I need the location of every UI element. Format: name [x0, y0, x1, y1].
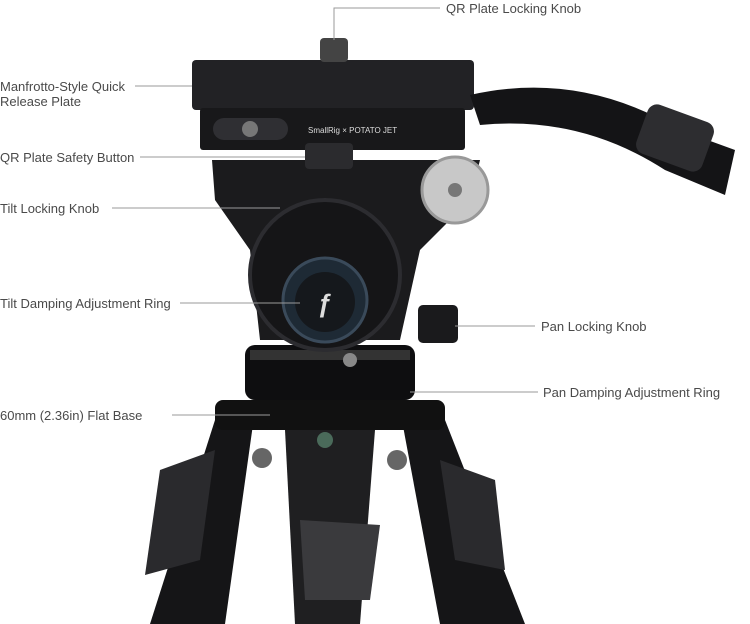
label-tilt-damping-ring: Tilt Damping Adjustment Ring: [0, 296, 171, 311]
svg-text:ƒ: ƒ: [318, 288, 332, 318]
label-quick-release-plate-line2: Release Plate: [0, 94, 81, 109]
quick-release-plate: SmallRig × POTATO JET: [192, 60, 474, 169]
pan-locking-knob: [418, 305, 458, 343]
label-tilt-locking-knob: Tilt Locking Knob: [0, 201, 100, 216]
tripod-legs: [145, 410, 525, 624]
label-pan-damping-ring: Pan Damping Adjustment Ring: [543, 385, 721, 400]
label-qr-plate-safety-button: QR Plate Safety Button: [0, 150, 135, 165]
label-quick-release-plate-line1: Manfrotto-Style Quick: [0, 79, 125, 94]
label-pan-locking-knob: Pan Locking Knob: [541, 319, 647, 334]
qr-plate-locking-knob: [320, 38, 348, 62]
fluid-head-body: ƒ: [212, 160, 480, 352]
pan-base: [215, 345, 445, 430]
label-qr-plate-locking-knob: QR Plate Locking Knob: [446, 1, 582, 16]
svg-text:SmallRig × POTATO JET: SmallRig × POTATO JET: [308, 126, 397, 135]
pan-handle: [470, 87, 735, 195]
label-flat-base: 60mm (2.36in) Flat Base: [0, 408, 143, 423]
callout-lines: [112, 7, 538, 416]
